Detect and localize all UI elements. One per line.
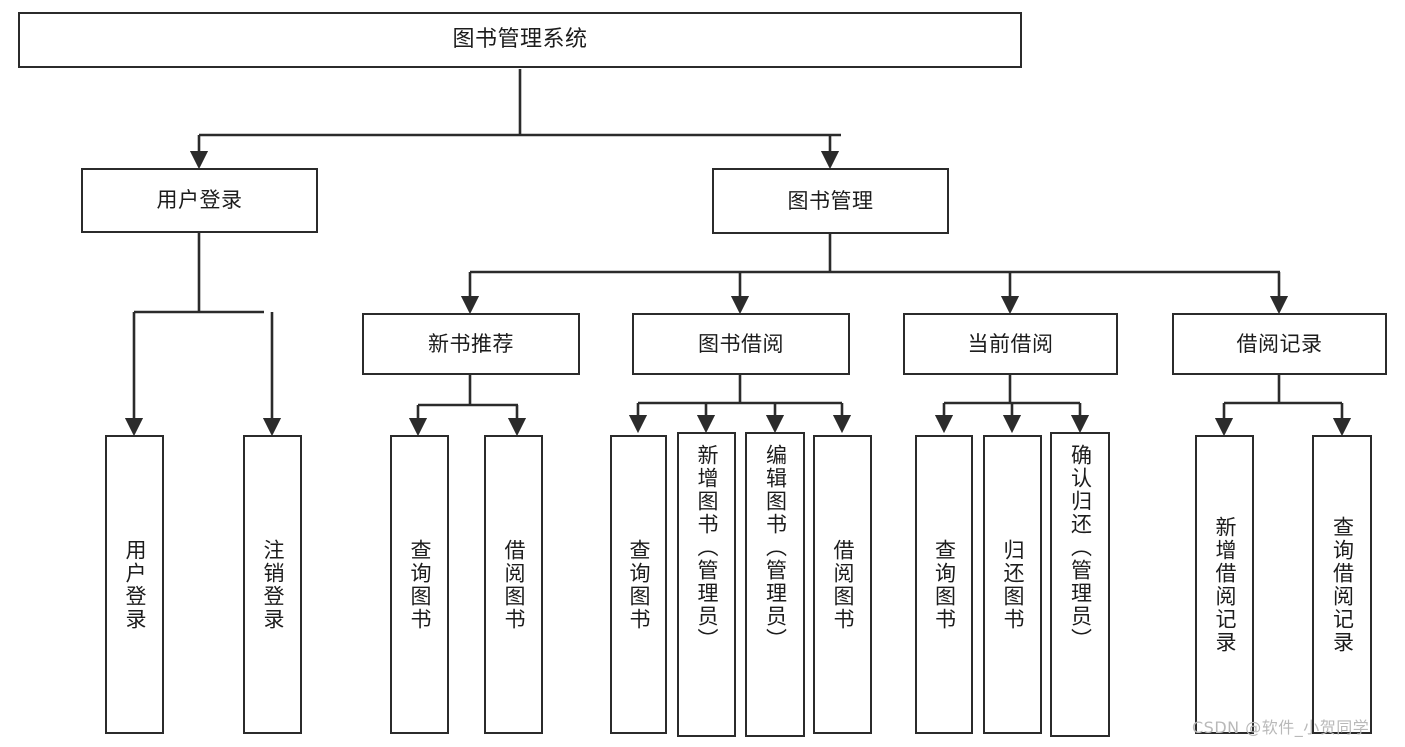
node-label: 图书管理 [787, 188, 874, 213]
node-book-borrow[interactable]: 图书借阅 [632, 313, 850, 375]
node-root-system[interactable]: 图书管理系统 [18, 12, 1022, 68]
node-label: 编辑图书（管理员） [763, 444, 788, 651]
leaf-book-borrow-lend[interactable]: 借阅图书 [813, 435, 872, 734]
node-label: 确认归还（管理员） [1068, 444, 1093, 651]
node-label: 查询图书 [932, 538, 957, 631]
leaf-current-borrow-confirm-return[interactable]: 确认归还（管理员） [1050, 432, 1110, 737]
node-borrow-records[interactable]: 借阅记录 [1172, 313, 1387, 375]
leaf-record-query[interactable]: 查询借阅记录 [1312, 435, 1372, 734]
node-label: 新增图书（管理员） [695, 444, 719, 651]
node-user-login[interactable]: 用户登录 [81, 168, 318, 233]
node-current-borrow[interactable]: 当前借阅 [903, 313, 1118, 375]
node-label: 借阅图书 [502, 538, 526, 631]
leaf-new-book-query[interactable]: 查询图书 [390, 435, 449, 734]
node-label: 借阅图书 [831, 538, 855, 631]
node-label: 借阅记录 [1236, 331, 1323, 356]
leaf-book-borrow-add[interactable]: 新增图书（管理员） [677, 432, 736, 737]
node-new-book-recommend[interactable]: 新书推荐 [362, 313, 580, 375]
node-label: 新增借阅记录 [1213, 515, 1237, 654]
node-label: 用户登录 [123, 538, 147, 631]
leaf-new-book-borrow[interactable]: 借阅图书 [484, 435, 543, 734]
node-label: 注销登录 [261, 538, 285, 631]
leaf-current-borrow-return[interactable]: 归还图书 [983, 435, 1042, 734]
node-label: 用户登录 [156, 188, 243, 213]
leaf-user-login-signin[interactable]: 用户登录 [105, 435, 164, 734]
leaf-book-borrow-query[interactable]: 查询图书 [610, 435, 667, 734]
node-label: 查询图书 [408, 538, 432, 631]
leaf-user-login-signout[interactable]: 注销登录 [243, 435, 302, 734]
node-label: 新书推荐 [428, 331, 514, 356]
node-label: 查询借阅记录 [1330, 515, 1355, 654]
node-label: 查询图书 [627, 538, 651, 631]
node-label: 图书借阅 [698, 331, 784, 356]
node-label: 归还图书 [1001, 538, 1025, 631]
node-label: 当前借阅 [967, 331, 1054, 356]
leaf-current-borrow-query[interactable]: 查询图书 [915, 435, 973, 734]
watermark: CSDN @软件_小贺同学 [1192, 718, 1370, 737]
node-label: 图书管理系统 [452, 27, 588, 53]
leaf-book-borrow-edit[interactable]: 编辑图书（管理员） [745, 432, 805, 737]
leaf-record-add[interactable]: 新增借阅记录 [1195, 435, 1254, 734]
node-book-management[interactable]: 图书管理 [712, 168, 949, 234]
